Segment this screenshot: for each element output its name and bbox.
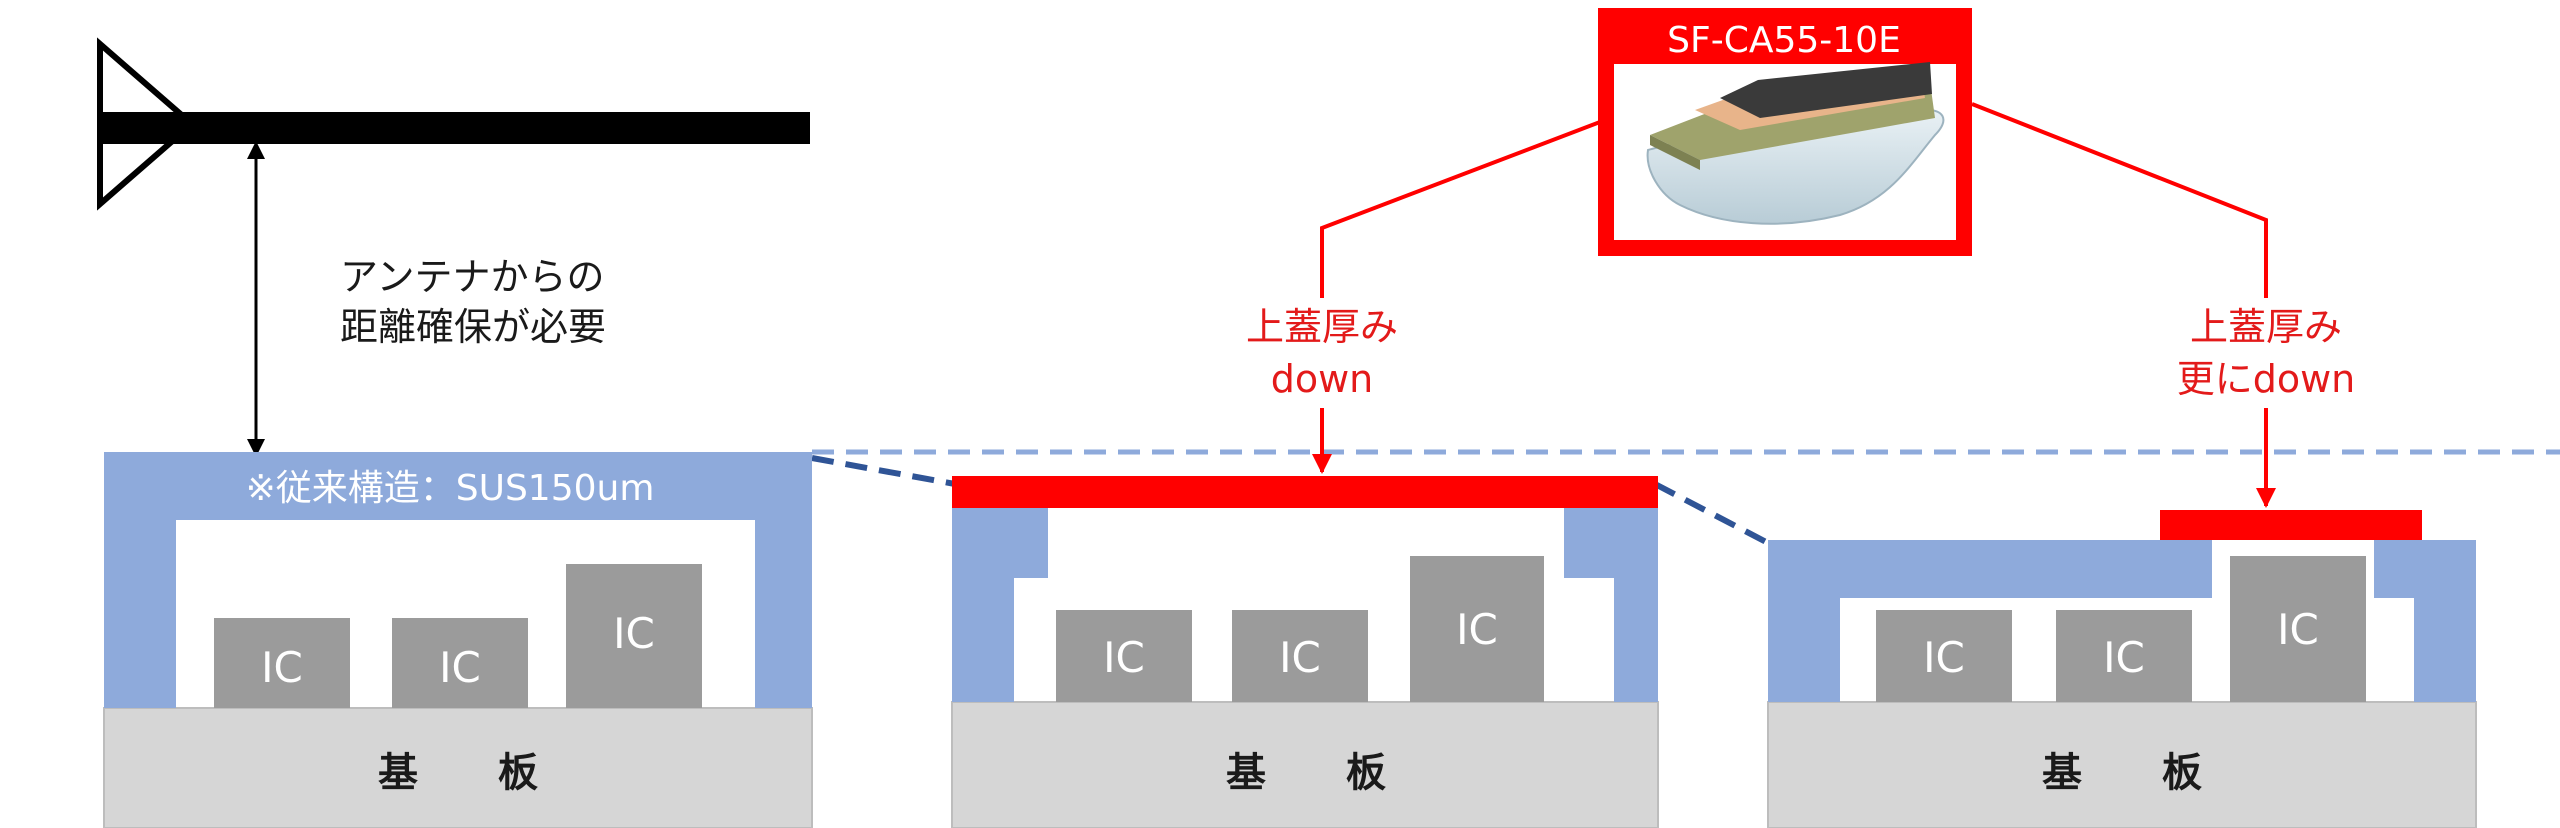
ic-label: IC: [2277, 605, 2319, 654]
ic-chip: [2056, 610, 2192, 702]
callout-line-right: [1971, 102, 2268, 298]
ic-chip: [1876, 610, 2012, 702]
ic-label: IC: [613, 609, 655, 658]
ic-chip: [1232, 610, 1368, 702]
ic-chip: [2230, 556, 2366, 702]
ic-chip: [1056, 610, 1192, 702]
shield-can: [2374, 540, 2476, 702]
ic-label: IC: [2103, 633, 2145, 682]
shield-label: ※従来構造：SUS150um: [246, 468, 655, 509]
ic-chip: [392, 618, 528, 708]
dashed-link-2: [1653, 481, 1772, 547]
ic-label: IC: [261, 643, 303, 692]
shield-can: [104, 452, 812, 708]
panel-conventional: 基 板 ※従来構造：SUS150um IC IC IC: [103, 452, 813, 828]
callout-line-left: [1320, 120, 1601, 298]
callout-label-line1: 上蓋厚み: [2190, 305, 2342, 349]
panel-thin-lid: 基 板 IC IC IC 上蓋厚み down: [951, 305, 1659, 828]
ic-chip: [214, 618, 350, 708]
ic-label: IC: [1279, 633, 1321, 682]
ic-label: IC: [439, 643, 481, 692]
product-label: SF-CA55-10E: [1667, 20, 1901, 61]
ic-chip: [566, 564, 702, 708]
antenna-note-line1: アンテナからの: [340, 255, 604, 299]
ic-label: IC: [1103, 633, 1145, 682]
product-callout: SF-CA55-10E: [1320, 8, 2268, 298]
callout-label-line2: 更にdown: [2177, 357, 2356, 401]
antenna-note-line2: 距離確保が必要: [340, 305, 606, 349]
shield-can: [1768, 540, 2212, 702]
substrate: [103, 707, 813, 828]
ic-chip: [1410, 556, 1544, 702]
ic-label: IC: [1456, 605, 1498, 654]
callout-label-line2: down: [1271, 357, 1374, 401]
substrate-label: 基 板: [1226, 750, 1386, 796]
panel-thinner-lid: 基 板 IC IC IC 上蓋厚み 更にdown: [1767, 305, 2477, 828]
dashed-link-1: [811, 455, 956, 487]
ic-label: IC: [1923, 633, 1965, 682]
product-sheet-image: [1646, 62, 1945, 225]
shield-can: [952, 508, 1048, 702]
antenna: [97, 37, 810, 211]
shield-can: [1564, 508, 1658, 702]
substrate-label: 基 板: [2042, 750, 2202, 796]
antenna-bar: [100, 112, 810, 144]
substrate-label: 基 板: [378, 750, 538, 796]
substrate: [1767, 701, 2477, 828]
callout-label-line1: 上蓋厚み: [1246, 305, 1398, 349]
thin-lid-sheet: [2160, 510, 2422, 540]
thin-lid-sheet: [952, 476, 1658, 508]
